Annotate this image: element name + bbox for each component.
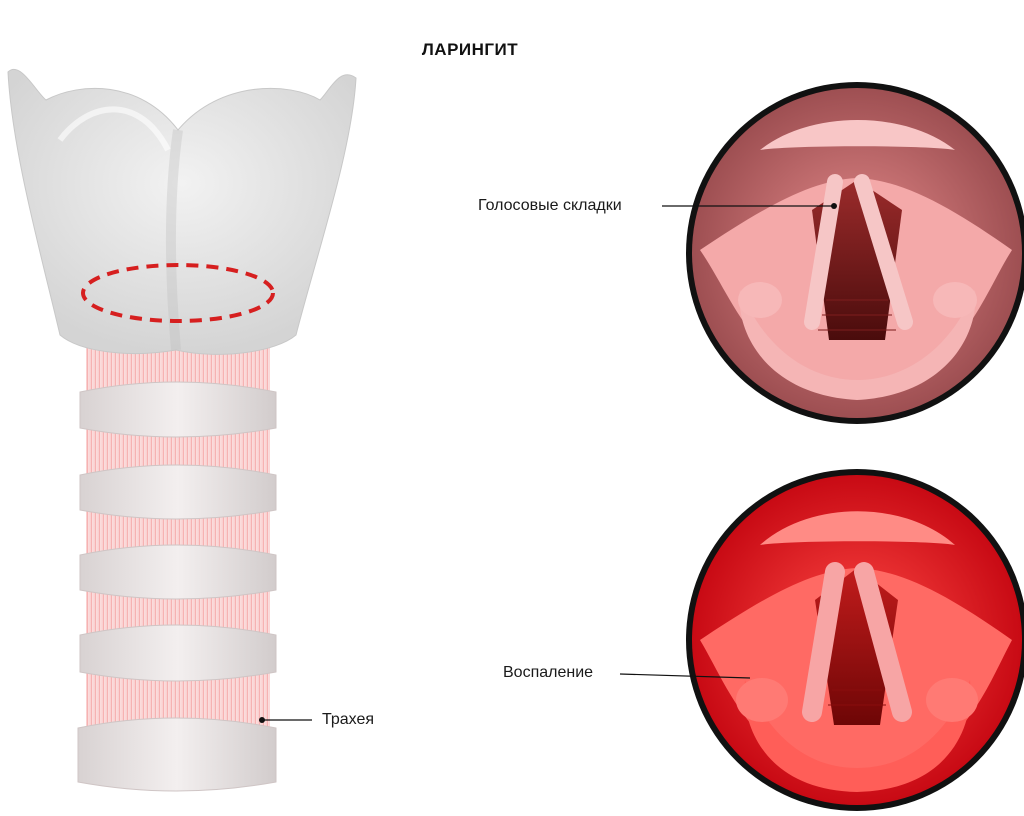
vocal-folds-leader-dot bbox=[831, 203, 837, 209]
healthy-larynx-view bbox=[686, 82, 1024, 424]
vocal-folds-label: Голосовые складки bbox=[478, 197, 622, 214]
vocal-fold-location-marker bbox=[81, 263, 275, 323]
inflammation-leader bbox=[619, 673, 751, 679]
thyroid-cartilage bbox=[7, 69, 357, 355]
trachea-leader-dot bbox=[259, 717, 265, 723]
trachea bbox=[77, 340, 277, 792]
inflamed-larynx-view bbox=[686, 469, 1024, 811]
trachea-label: Трахея bbox=[322, 711, 375, 728]
diagram-title: ЛАРИНГИТ bbox=[421, 40, 519, 59]
inflammation-label: Воспаление bbox=[503, 664, 594, 681]
